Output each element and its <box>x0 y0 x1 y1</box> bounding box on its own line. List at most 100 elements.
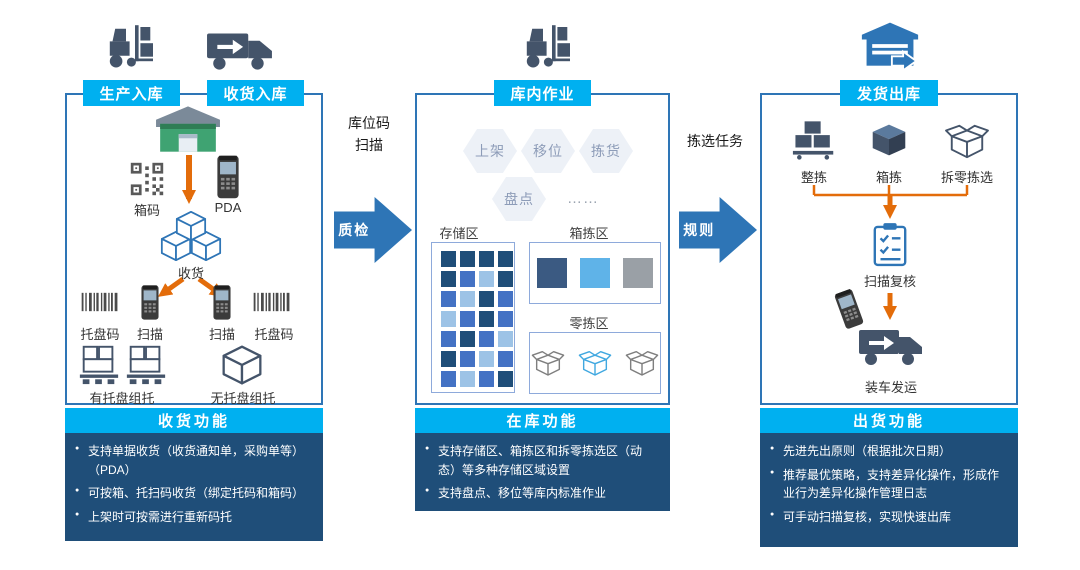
box-code-label: 箱码 <box>133 203 161 218</box>
storage-cell <box>441 371 456 387</box>
inbound-bullet-list: 支持单据收货（收货通知单，采购单等）（PDA）可按箱、托扫码收货（绑定托码和箱码… <box>75 442 313 526</box>
receive-cubes-icon <box>157 209 225 263</box>
tag-production-inbound-label: 生产入库 <box>99 85 164 103</box>
tag-receiving-inbound: 收货入库 <box>207 80 304 106</box>
hex-pick: 拣货 <box>579 129 633 173</box>
forklift-icon <box>97 18 155 72</box>
barcode-icon-right <box>251 291 293 313</box>
warehouse-out-icon <box>860 20 920 72</box>
storage-cell <box>441 311 456 327</box>
storage-cell <box>441 271 456 287</box>
storage-cell <box>441 351 456 367</box>
open-box-icon-blue <box>578 348 612 378</box>
inbound-footer-title-label: 收货功能 <box>157 413 230 430</box>
delivery-truck-icon <box>206 28 274 72</box>
forklift-icon-middle <box>514 18 572 72</box>
flow2-label-line1: 拣选任务 <box>687 133 743 149</box>
flow1-label: 库位码 扫描 <box>327 112 411 157</box>
piece-pick-zone <box>529 332 661 394</box>
tag-outbound-label: 发货出库 <box>856 85 921 103</box>
scanner-icon-right <box>210 284 234 321</box>
tag-warehouse-ops-label: 库内作业 <box>510 85 575 103</box>
storage-cell <box>460 271 475 287</box>
storage-cell <box>460 371 475 387</box>
receive-label: 收货 <box>177 266 205 281</box>
storage-cell <box>498 271 513 287</box>
storage-cell <box>498 331 513 347</box>
flow2-label: 拣选任务 <box>673 130 757 152</box>
storage-cell <box>441 251 456 267</box>
storage-cell <box>479 351 494 367</box>
pda-scanner-icon <box>213 154 243 200</box>
storage-cell <box>498 311 513 327</box>
whole-pick-icon <box>792 117 836 161</box>
storage-cell <box>460 351 475 367</box>
flow1-arrow-label: 质检 <box>338 222 371 238</box>
hex-move: 移位 <box>521 129 575 173</box>
outbound-panel: 整拣 箱拣 拆零拣选 扫描复核 装车发运 <box>760 93 1018 405</box>
bullet-item: 支持存储区、箱拣区和拆零拣选区（动态）等多种存储区域设置 <box>425 442 660 479</box>
storage-cell <box>479 291 494 307</box>
ship-label: 装车发运 <box>864 380 918 395</box>
barcode-icon-left <box>79 291 121 313</box>
storage-cell <box>498 371 513 387</box>
flow2-arrow-label: 规则 <box>683 222 716 238</box>
storage-cell <box>479 371 494 387</box>
outbound-footer: 先进先出原则（根据批次日期） 推荐最优策略，支持差异化操作，形成作业行为差异化操作… <box>760 433 1018 547</box>
open-box-icon-gray-2 <box>625 348 659 378</box>
storage-cell <box>498 251 513 267</box>
inbound-footer: 支持单据收货（收货通知单，采购单等）（PDA）可按箱、托扫码收货（绑定托码和箱码… <box>65 433 323 541</box>
qr-code-icon <box>129 161 165 197</box>
scan-review-label: 扫描复核 <box>863 274 917 289</box>
storage-cell <box>498 291 513 307</box>
flow1-label-line2: 扫描 <box>355 137 383 154</box>
box-pick-zone-label: 箱拣区 <box>569 226 609 241</box>
pallet-code-right-label: 托盘码 <box>254 327 294 342</box>
flow2-arrow: 规则 <box>679 197 757 263</box>
storage-cell <box>460 311 475 327</box>
warehouse-ops-panel: 上架 移位 拣货 盘点 …… 存储区 箱拣区 零拣区 <box>415 93 670 405</box>
storage-zone-label: 存储区 <box>439 226 479 241</box>
outbound-footer-title: 出货功能 <box>760 408 1018 433</box>
hex-ellipsis: …… <box>567 190 599 207</box>
storage-cell <box>479 311 494 327</box>
storage-grid <box>432 243 514 387</box>
tag-outbound: 发货出库 <box>840 80 938 106</box>
scan-right-label: 扫描 <box>208 327 236 342</box>
box-pick-swatch-gray <box>623 258 653 288</box>
box-pick-icon <box>869 121 909 159</box>
tag-production-inbound: 生产入库 <box>83 80 180 106</box>
bullet-item: 推荐最优策略，支持差异化操作，形成作业行为差异化操作管理日志 <box>770 466 1008 503</box>
pda-label: PDA <box>214 200 242 215</box>
scan-review-checklist-icon <box>871 221 909 267</box>
storage-cell <box>460 251 475 267</box>
bullet-item: 支持盘点、移位等库内标准作业 <box>425 484 660 503</box>
warehouse-ops-footer-title-label: 在库功能 <box>506 413 579 430</box>
bullet-item: 可手动扫描复核，实现快速出库 <box>770 508 1008 527</box>
piece-pick-zone-label: 零拣区 <box>569 316 609 331</box>
pallet-code-left-label: 托盘码 <box>80 327 120 342</box>
hex-count: 盘点 <box>492 177 546 221</box>
pallet-boxes-icon-1 <box>77 342 121 386</box>
storage-cell <box>441 291 456 307</box>
tag-warehouse-ops: 库内作业 <box>494 80 591 106</box>
scanner-icon-left <box>138 284 162 321</box>
inbound-footer-title: 收货功能 <box>65 408 323 433</box>
hex-putaway: 上架 <box>463 129 517 173</box>
storage-cell <box>479 271 494 287</box>
flow1-label-line1: 库位码 <box>348 115 390 131</box>
piece-pick-icon <box>944 121 990 161</box>
bullet-item: 支持单据收货（收货通知单，采购单等）（PDA） <box>75 442 313 479</box>
without-pallet-label: 无托盘组托 <box>210 391 276 406</box>
bullet-item: 先进先出原则（根据批次日期） <box>770 442 1008 461</box>
piece-pick-label: 拆零拣选 <box>940 170 994 185</box>
storage-cell <box>479 251 494 267</box>
storage-zone <box>431 242 515 393</box>
outbound-footer-title-label: 出货功能 <box>852 413 925 430</box>
outbound-bullet-list: 先进先出原则（根据批次日期） 推荐最优策略，支持差异化操作，形成作业行为差异化操作… <box>770 442 1008 526</box>
warehouse-ops-footer-title: 在库功能 <box>415 408 670 433</box>
box-pick-zone <box>529 242 661 304</box>
storage-cell <box>498 351 513 367</box>
storage-cell <box>460 331 475 347</box>
